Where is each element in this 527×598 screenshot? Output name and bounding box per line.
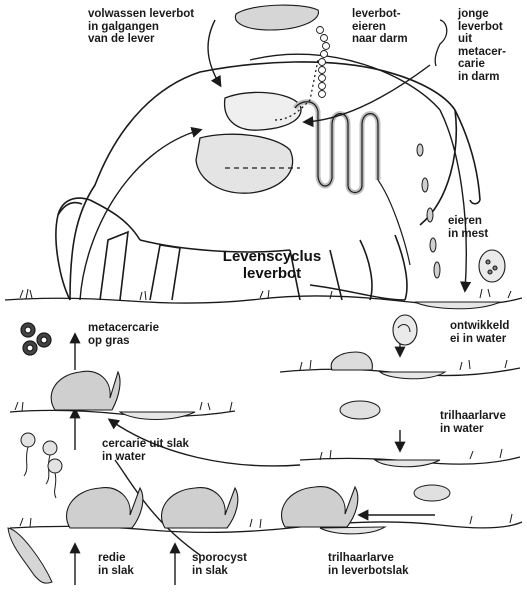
miracidium-icons bbox=[340, 401, 450, 501]
cow-organs bbox=[196, 60, 410, 265]
adult-fluke bbox=[235, 5, 318, 30]
label-developed-egg: ontwikkeld ei in water bbox=[450, 320, 509, 345]
label-cercaria: cercarie uit slak in water bbox=[102, 438, 189, 463]
metacercaria-cysts bbox=[21, 323, 51, 355]
redia-icon bbox=[8, 528, 52, 583]
label-miracidium-water: trilhaarlarve in water bbox=[440, 410, 506, 435]
label-adult-fluke: volwassen leverbot in galgangen van de l… bbox=[88, 8, 194, 46]
label-redia: redie in slak bbox=[98, 552, 134, 577]
egg-in-dung-icon bbox=[479, 250, 505, 282]
falling-droppings bbox=[417, 144, 440, 278]
developed-egg-icon bbox=[393, 315, 417, 345]
label-sporocyst: sporocyst in slak bbox=[192, 552, 247, 577]
label-metacercaria: metacercarie op gras bbox=[88, 322, 159, 347]
label-eggs-in-dung: eieren in mest bbox=[448, 215, 488, 240]
snails bbox=[51, 352, 372, 528]
diagram-title: Levenscyclus leverbot bbox=[212, 248, 332, 282]
label-eggs-to-gut: leverbot- eieren naar darm bbox=[352, 8, 408, 46]
label-miracidium-snail: trilhaarlarve in leverbotslak bbox=[328, 552, 409, 577]
label-young-fluke: jonge leverbot uit metacer- carie in dar… bbox=[458, 8, 506, 83]
cercariae-icons bbox=[21, 433, 62, 498]
young-fluke-icon bbox=[435, 20, 447, 66]
